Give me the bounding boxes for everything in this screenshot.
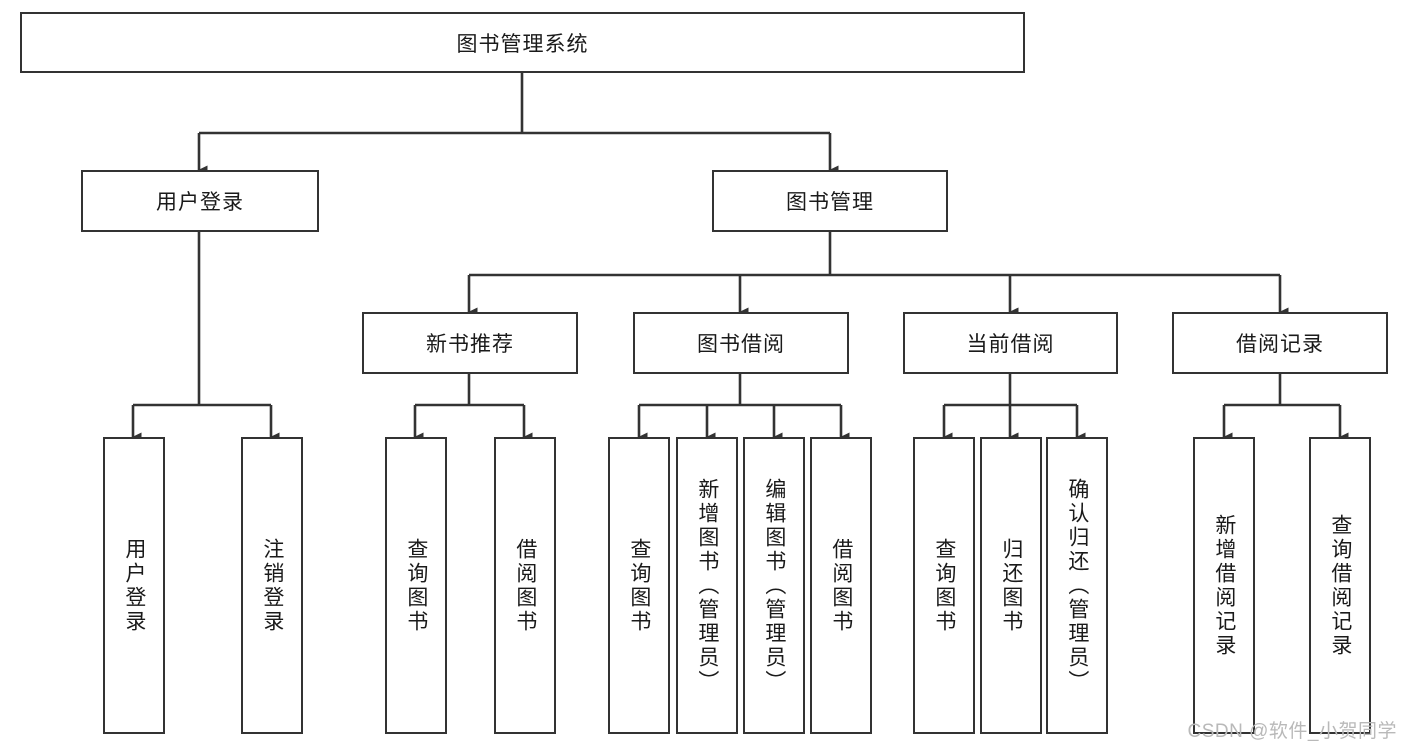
node-book-borrow[interactable]: 图书借阅	[633, 312, 849, 374]
node-label: 新书推荐	[426, 333, 514, 356]
node-label: 新增借阅记录	[1212, 513, 1236, 658]
node-leaf-add-book[interactable]: 新增图书（管理员）	[676, 437, 738, 734]
node-leaf-borrow-book-2[interactable]: 借阅图书	[810, 437, 872, 734]
node-borrow-record[interactable]: 借阅记录	[1172, 312, 1388, 374]
node-label: 图书管理	[786, 191, 874, 214]
node-new-book-recommend[interactable]: 新书推荐	[362, 312, 578, 374]
node-label: 归还图书	[999, 537, 1023, 634]
node-leaf-query-book-2[interactable]: 查询图书	[608, 437, 670, 734]
node-label: 当前借阅	[966, 333, 1055, 356]
watermark: CSDN @软件_小贺同学	[1187, 721, 1397, 742]
node-leaf-logout[interactable]: 注销登录	[241, 437, 303, 734]
node-label: 确认归还（管理员）	[1065, 477, 1089, 694]
node-leaf-return-book[interactable]: 归还图书	[980, 437, 1042, 734]
node-label: 新增图书（管理员）	[695, 477, 719, 694]
node-label: 借阅图书	[513, 537, 537, 634]
node-leaf-query-book-1[interactable]: 查询图书	[385, 437, 447, 734]
node-book-manage[interactable]: 图书管理	[712, 170, 948, 232]
node-label: 借阅记录	[1236, 333, 1324, 356]
node-label: 用户登录	[122, 537, 146, 634]
node-leaf-query-book-3[interactable]: 查询图书	[913, 437, 975, 734]
node-label: 查询图书	[627, 537, 651, 634]
node-label: 注销登录	[260, 537, 284, 634]
node-label: 查询图书	[932, 537, 956, 634]
node-leaf-confirm-return[interactable]: 确认归还（管理员）	[1046, 437, 1108, 734]
node-label: 用户登录	[156, 191, 244, 214]
node-label: 借阅图书	[829, 537, 853, 634]
node-label: 编辑图书（管理员）	[762, 477, 786, 694]
node-current-borrow[interactable]: 当前借阅	[903, 312, 1118, 374]
node-leaf-edit-book[interactable]: 编辑图书（管理员）	[743, 437, 805, 734]
node-label: 查询借阅记录	[1328, 513, 1352, 658]
node-user-login[interactable]: 用户登录	[81, 170, 319, 232]
node-leaf-borrow-book-1[interactable]: 借阅图书	[494, 437, 556, 734]
node-label: 查询图书	[404, 537, 428, 634]
node-label: 图书管理系统	[456, 32, 589, 56]
node-label: 图书借阅	[697, 333, 785, 356]
node-leaf-add-record[interactable]: 新增借阅记录	[1193, 437, 1255, 734]
node-leaf-user-login[interactable]: 用户登录	[103, 437, 165, 734]
node-leaf-query-record[interactable]: 查询借阅记录	[1309, 437, 1371, 734]
node-root-book-management-system[interactable]: 图书管理系统	[20, 12, 1025, 73]
